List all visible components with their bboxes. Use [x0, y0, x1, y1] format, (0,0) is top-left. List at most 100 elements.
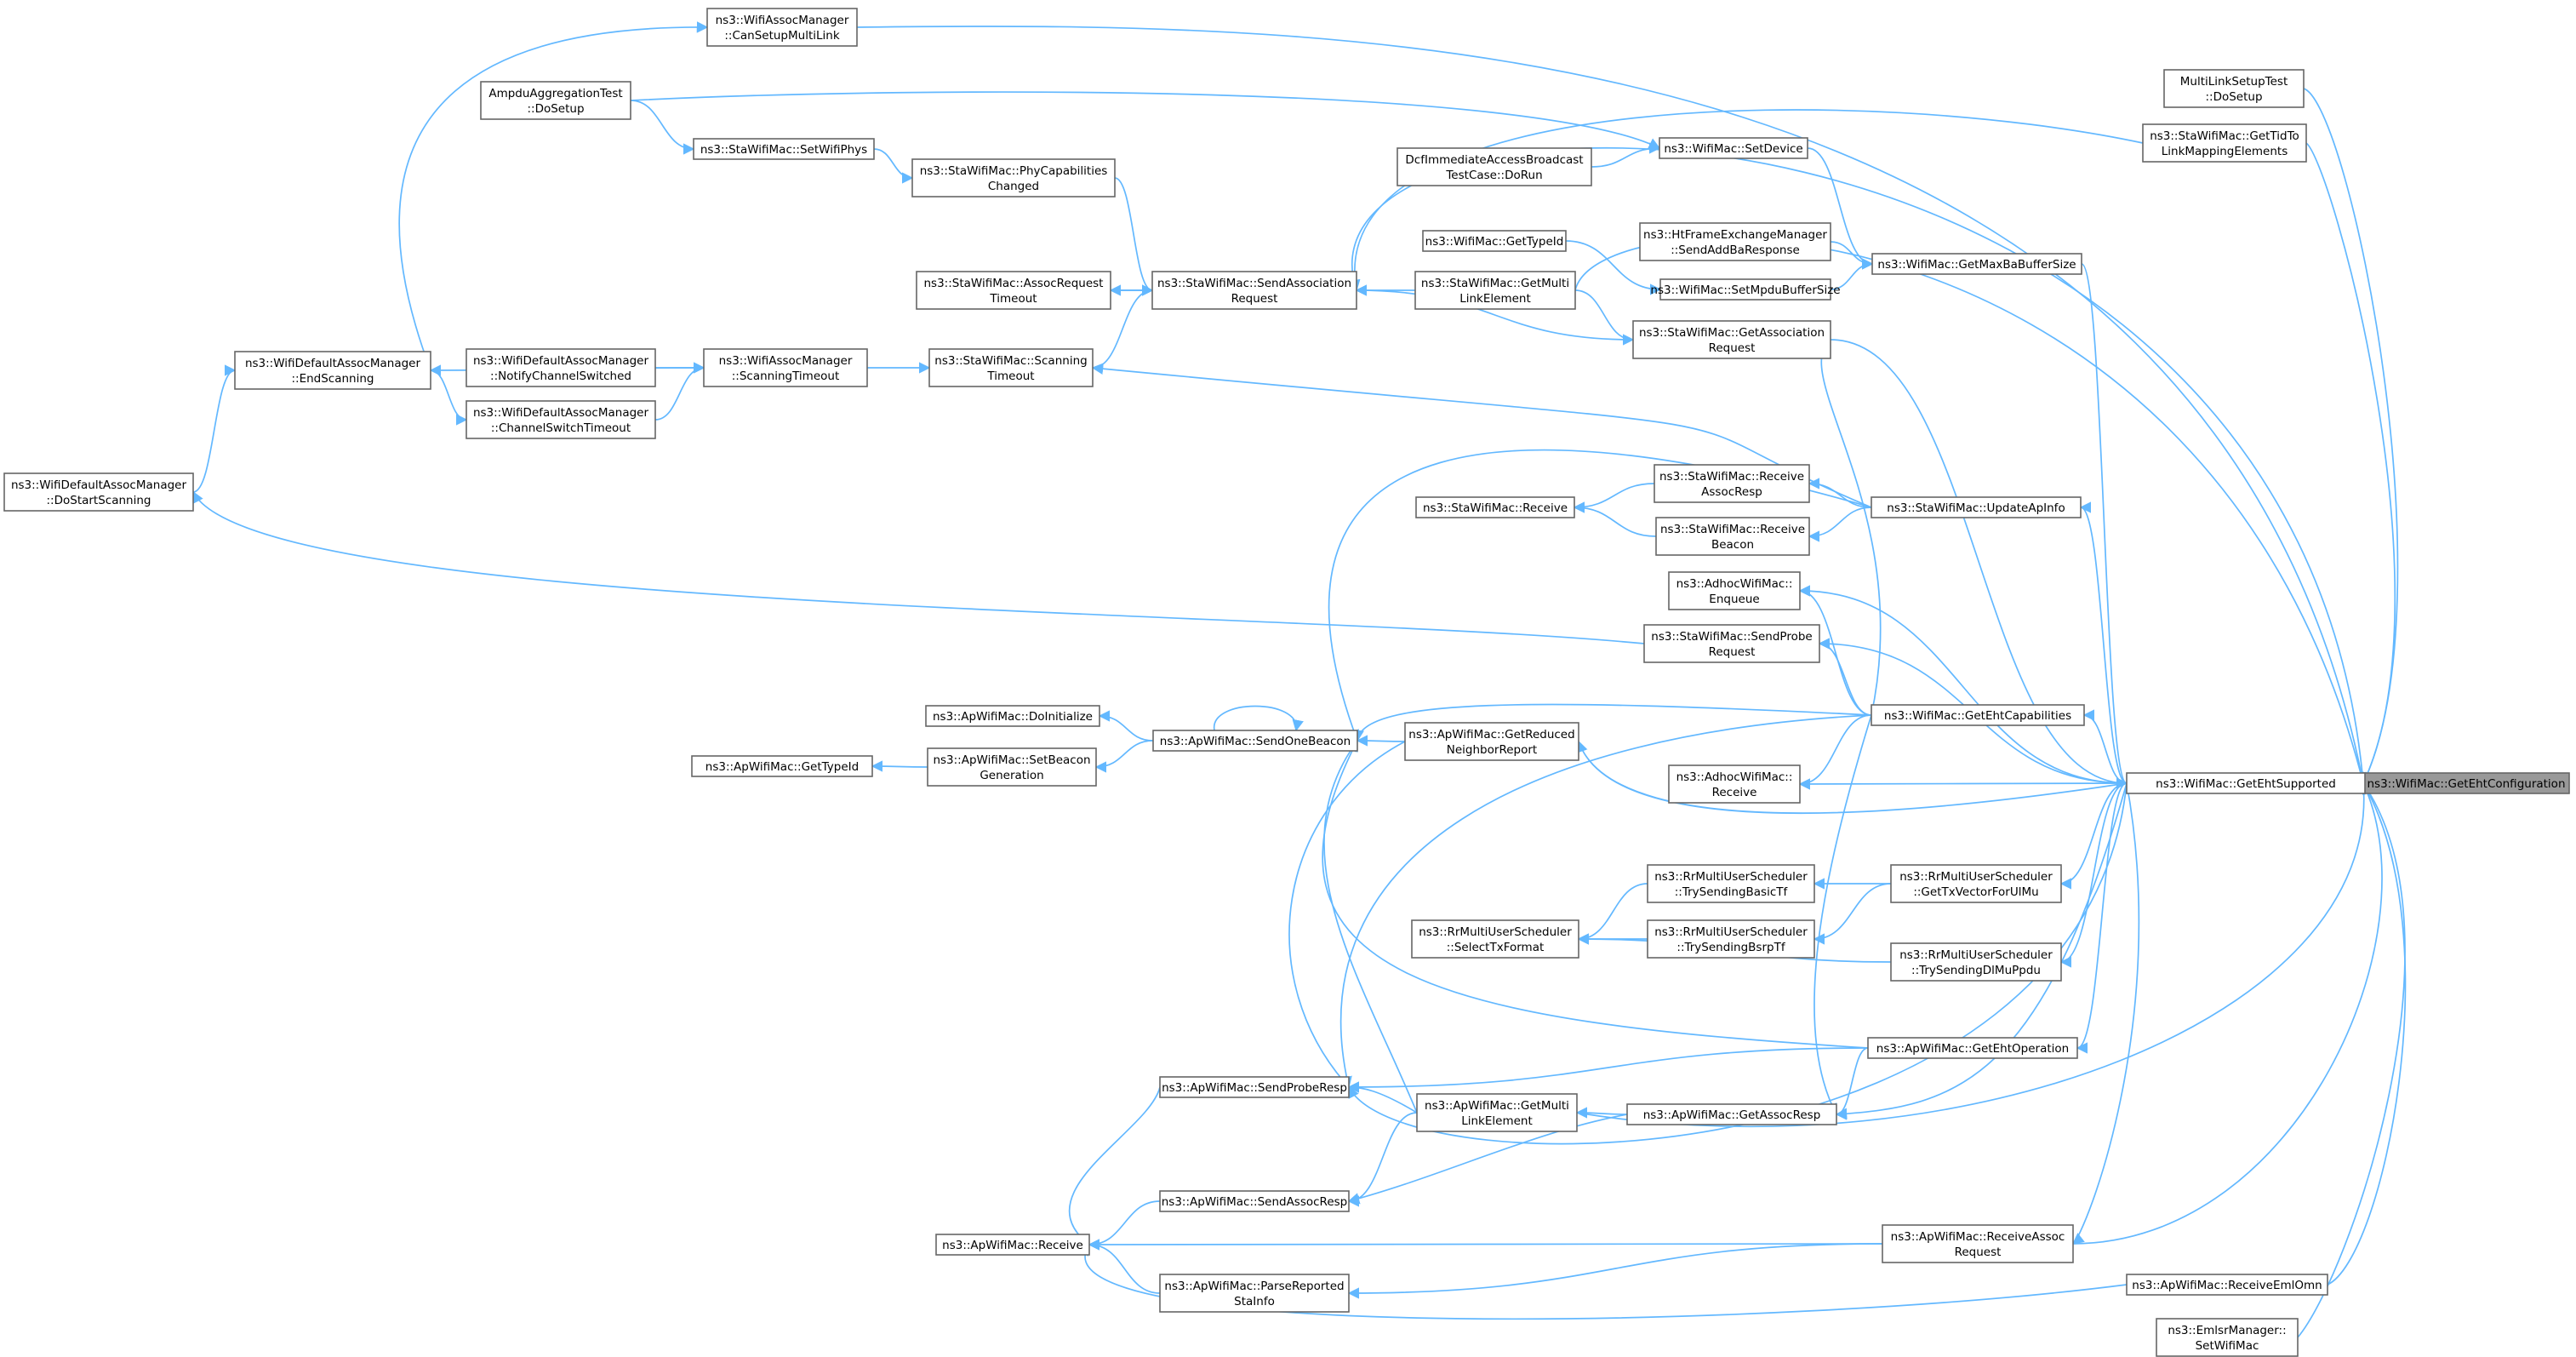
node-label: ns3::WifiDefaultAssocManager [473, 354, 649, 368]
node-label: TestCase::DoRun [1445, 169, 1542, 182]
edge-sta_set_phys-to-sta_phy_changed [873, 148, 914, 184]
node-wam-scan-timeout[interactable]: ns3::WifiAssocManager::ScanningTimeout [703, 348, 868, 387]
node-adhoc-enqueue[interactable]: ns3::AdhocWifiMac::Enqueue [1668, 571, 1801, 610]
node-sta-get-tid[interactable]: ns3::StaWifiMac::GetTidToLinkMappingElem… [2142, 123, 2307, 163]
edge-geht_supported-to-adhoc_receive [1798, 778, 2128, 790]
node-label: Request [1231, 292, 1278, 306]
node-ap-send-beacon[interactable]: ns3::ApWifiMac::SendOneBeacon [1152, 730, 1358, 752]
node-geht-supported[interactable]: ns3::WifiMac::GetEhtSupported [2126, 772, 2366, 794]
edge-sta_send_probe-to-wdam_dostart [192, 490, 1645, 644]
edge-wdam_endscan-to-wdam_chswitch [430, 369, 468, 426]
edge-ap_recv_assoc_req-to-ap_parse_sta [1347, 1243, 1883, 1299]
node-mac-get-maxba[interactable]: ns3::WifiMac::GetMaxBaBufferSize [1871, 253, 2082, 275]
edge-ap_get_rnr-to-ap_send_probe_resp [1288, 741, 1406, 1089]
edge-mac_get_eht_cap-to-ap_get_assoc_resp [1813, 714, 1872, 1116]
node-box [1404, 722, 1579, 761]
edge-sta_update_ap-to-sta_recv_assoc [1808, 478, 1872, 508]
node-dcf-dorun[interactable]: DcfImmediateAccessBroadcastTestCase::DoR… [1397, 147, 1592, 186]
node-ap-recv-emlomn[interactable]: ns3::ApWifiMac::ReceiveEmlOmn [2126, 1274, 2328, 1296]
node-box [1871, 496, 2082, 518]
node-ap-get-typeid[interactable]: ns3::ApWifiMac::GetTypeId [691, 755, 873, 777]
node-ht-send-addba[interactable]: ns3::HtFrameExchangeManager::SendAddBaRe… [1639, 222, 1831, 261]
node-label: ns3::WifiDefaultAssocManager [11, 478, 187, 492]
node-label: ::CanSetupMultiLink [724, 29, 839, 43]
node-rr-txvector[interactable]: ns3::RrMultiUserScheduler::GetTxVectorFo… [1890, 864, 2062, 903]
node-box [693, 138, 875, 160]
node-mac-get-typeid[interactable]: ns3::WifiMac::GetTypeId [1422, 230, 1567, 252]
edge-sta_get_tid-to-sta_send_assoc [1349, 109, 2144, 292]
node-label: LinkMappingElements [2162, 145, 2288, 158]
node-ap-get-eht-op[interactable]: ns3::ApWifiMac::GetEhtOperation [1867, 1037, 2078, 1059]
edge-mac_get_typeid-to-mac_set_mpdu [1565, 240, 1662, 295]
edge-ap_send_probe_resp-to-ap_receive [1068, 1086, 1161, 1245]
node-label: ns3::RrMultiUserScheduler [1899, 870, 2053, 884]
node-label: ns3::ApWifiMac::GetEhtOperation [1876, 1042, 2069, 1056]
edge-rr_txvector-to-rr_bsrp [1813, 883, 1892, 945]
node-label: Request [1955, 1245, 2002, 1259]
node-label: ::SendAddBaResponse [1671, 243, 1800, 257]
node-wdam-notify[interactable]: ns3::WifiDefaultAssocManager::NotifyChan… [466, 348, 656, 387]
node-label: ns3::ApWifiMac::DoInitialize [933, 710, 1093, 724]
node-rr-dlmu[interactable]: ns3::RrMultiUserScheduler::TrySendingDlM… [1890, 942, 2062, 982]
edge-sta_send_assoc-to-geht_config [1351, 146, 2368, 785]
node-box [466, 348, 656, 387]
edge-ap_send_beacon-to-ap_doinit [1098, 710, 1154, 741]
node-sta-receive[interactable]: ns3::StaWifiMac::Receive [1415, 496, 1575, 518]
nodes-layer: ns3::WifiMac::GetEhtConfigurationns3::Wi… [3, 8, 2570, 1357]
node-mlsetup-dosetup[interactable]: MultiLinkSetupTest::DoSetup [2163, 69, 2305, 108]
node-adhoc-receive[interactable]: ns3::AdhocWifiMac::Receive [1668, 764, 1801, 804]
node-box [1152, 730, 1358, 752]
node-label: ns3::WifiDefaultAssocManager [245, 357, 421, 370]
node-ap-get-assoc-resp[interactable]: ns3::ApWifiMac::GetAssocResp [1626, 1103, 1837, 1125]
node-label: ns3::WifiAssocManager [719, 354, 853, 368]
node-wdam-chswitch[interactable]: ns3::WifiDefaultAssocManager::ChannelSwi… [466, 400, 656, 439]
node-emlsr-set-mac[interactable]: ns3::EmlsrManager::SetWifiMac [2156, 1318, 2299, 1357]
node-label: ::TrySendingBsrpTf [1676, 941, 1785, 954]
node-label: AmpduAggregationTest [488, 87, 622, 100]
node-label: ns3::ApWifiMac::SendProbeResp [1162, 1081, 1347, 1095]
node-label: ::SelectTxFormat [1447, 941, 1545, 954]
node-sta-scan-timeout[interactable]: ns3::StaWifiMac::ScanningTimeout [928, 348, 1094, 387]
node-label: ns3::ApWifiMac::SendOneBeacon [1160, 735, 1351, 748]
edge-geht_supported-to-ap_get_eht_op [2076, 782, 2128, 1054]
node-wdam-endscan[interactable]: ns3::WifiDefaultAssocManager::EndScannin… [234, 351, 431, 390]
edge-geht_supported-to-rr_dlmu [2059, 782, 2128, 968]
node-wdam-dostart[interactable]: ns3::WifiDefaultAssocManager::DoStartSca… [3, 472, 194, 512]
node-label: ::GetTxVectorForUlMu [1913, 885, 2038, 899]
node-sta-set-phys[interactable]: ns3::StaWifiMac::SetWifiPhys [693, 138, 875, 160]
edge-wdam_endscan-to-assoc_can_setup [398, 21, 709, 371]
node-label: ns3::EmlsrManager:: [2168, 1324, 2286, 1337]
node-sta-update-ap[interactable]: ns3::StaWifiMac::UpdateApInfo [1871, 496, 2082, 518]
node-assoc-can-setup[interactable]: ns3::WifiAssocManager::CanSetupMultiLink [706, 8, 858, 47]
node-label: ns3::WifiMac::GetTypeId [1425, 235, 1564, 249]
node-rr-select[interactable]: ns3::RrMultiUserScheduler::SelectTxForma… [1411, 919, 1579, 959]
node-ap-send-probe-resp[interactable]: ns3::ApWifiMac::SendProbeResp [1159, 1076, 1350, 1098]
node-ampdu-dosetup[interactable]: AmpduAggregationTest::DoSetup [480, 81, 631, 120]
node-mac-set-mpdu[interactable]: ns3::WifiMac::SetMpduBufferSize [1650, 278, 1841, 301]
node-rr-bsrp[interactable]: ns3::RrMultiUserScheduler::TrySendingBsr… [1647, 919, 1815, 959]
node-box [1632, 320, 1831, 359]
node-mac-get-eht-cap[interactable]: ns3::WifiMac::GetEhtCapabilities [1871, 704, 2085, 726]
node-box [1159, 1076, 1350, 1098]
node-geht-config[interactable]: ns3::WifiMac::GetEhtConfiguration [2362, 772, 2570, 794]
node-label: ns3::RrMultiUserScheduler [1899, 948, 2053, 962]
node-ap-send-assoc-resp[interactable]: ns3::ApWifiMac::SendAssocResp [1159, 1190, 1350, 1212]
node-label: ns3::ApWifiMac::ReceiveAssoc [1891, 1230, 2065, 1244]
node-rr-basic-tf[interactable]: ns3::RrMultiUserScheduler::TrySendingBas… [1647, 864, 1815, 903]
node-ap-receive[interactable]: ns3::ApWifiMac::Receive [935, 1234, 1090, 1256]
node-mac-set-device[interactable]: ns3::WifiMac::SetDevice [1659, 137, 1808, 159]
node-ap-doinit[interactable]: ns3::ApWifiMac::DoInitialize [925, 705, 1100, 727]
